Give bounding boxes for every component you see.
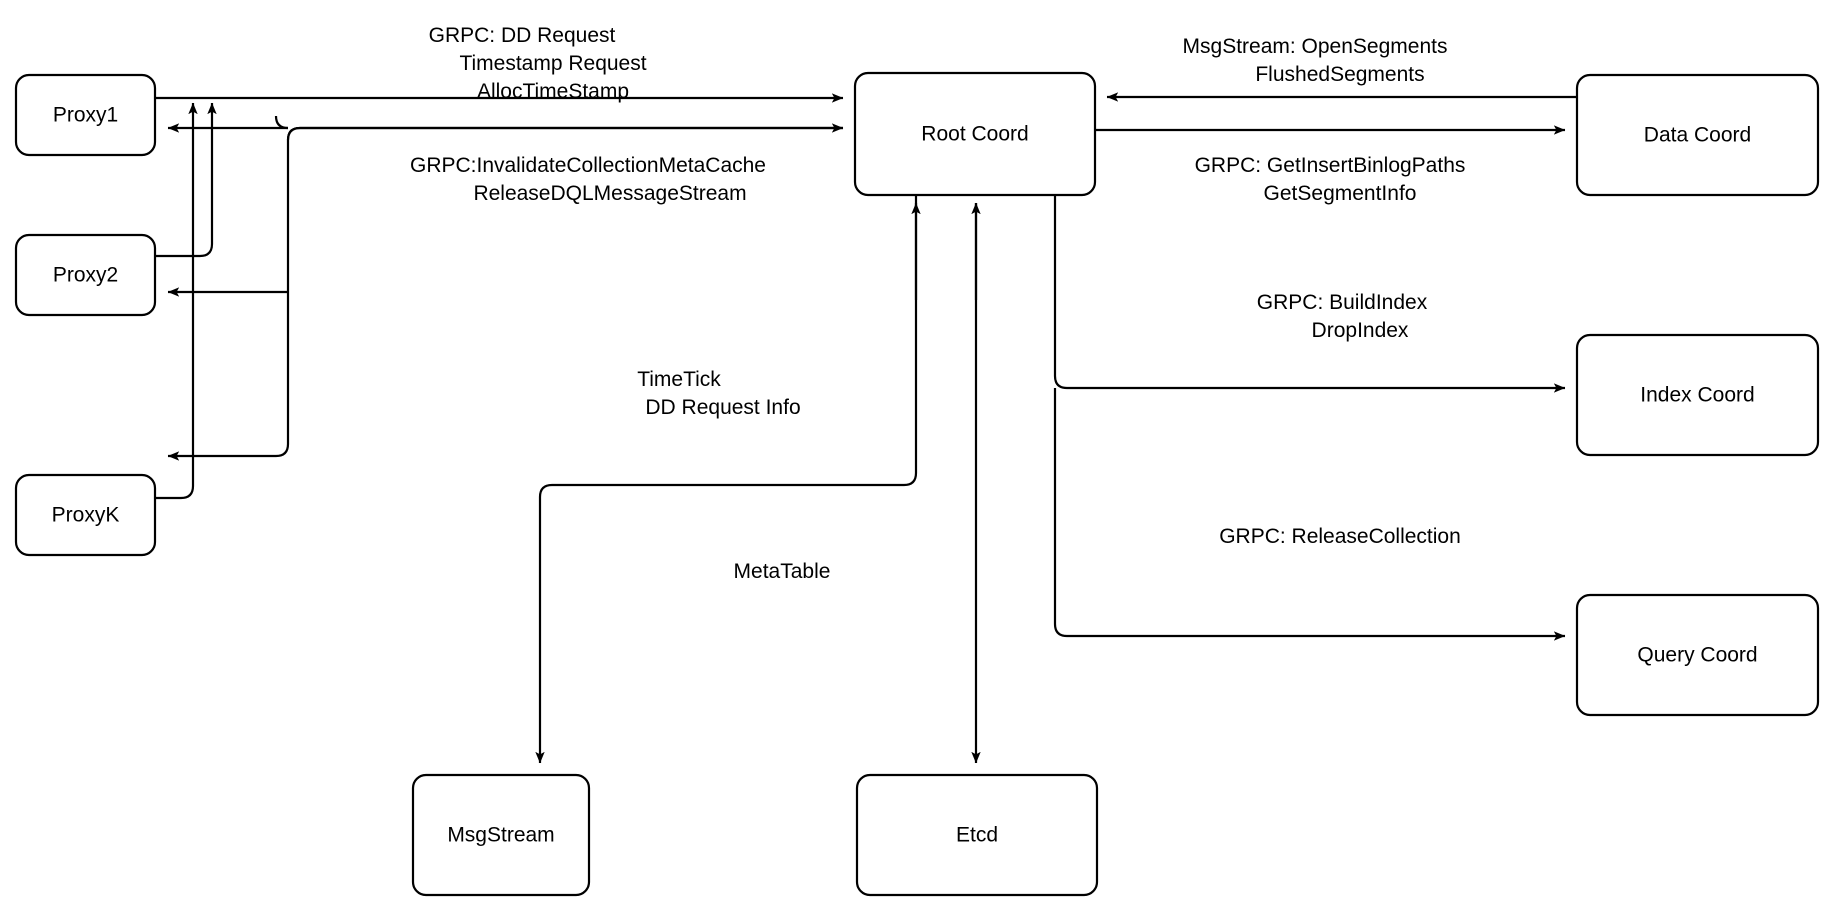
edge-label-line: TimeTick	[637, 368, 721, 391]
edge-label-line: ReleaseDQLMessageStream	[473, 182, 746, 205]
edge-label-proxy-to-root: GRPC: DD Request Timestamp Request Alloc…	[429, 24, 647, 103]
node-msgstream-box[interactable]	[411, 773, 591, 897]
edge-label-line: FlushedSegments	[1255, 63, 1424, 86]
node-querycoord[interactable]: Query Coord	[1575, 593, 1820, 717]
edge-label-line: AllocTimeStamp	[477, 80, 629, 103]
edge-label-root-to-indexcoord: GRPC: BuildIndex DropIndex	[1257, 291, 1428, 342]
node-msgstream-label: MsgStream	[447, 824, 554, 847]
edge-label-line: GRPC:InvalidateCollectionMetaCache	[410, 154, 766, 177]
edge-proxy2-to-rootcoord	[155, 102, 217, 258]
node-indexcoord-box[interactable]	[1575, 333, 1820, 457]
edge-label-line: GRPC: GetInsertBinlogPaths	[1195, 154, 1466, 177]
edge-label-root-to-datacoord: GRPC: GetInsertBinlogPaths GetSegmentInf…	[1195, 154, 1466, 205]
node-datacoord-box[interactable]	[1575, 73, 1820, 197]
edge-label-root-to-etcd: MetaTable	[734, 560, 831, 583]
node-etcd[interactable]: Etcd	[855, 773, 1099, 897]
edge-rootcoord-to-proxy1	[286, 123, 844, 141]
edge-label-line: GRPC: BuildIndex	[1257, 291, 1428, 314]
edge-label-line: GetSegmentInfo	[1264, 182, 1417, 205]
node-proxy2[interactable]: Proxy2	[14, 233, 157, 317]
node-rootcoord-box[interactable]	[853, 71, 1097, 197]
node-proxyk[interactable]: ProxyK	[14, 473, 157, 557]
edge-rootcoord-to-proxy1-elbow	[274, 115, 289, 130]
node-proxy1[interactable]: Proxy1	[14, 73, 157, 157]
node-rootcoord-label: Root Coord	[921, 123, 1028, 146]
edge-label-datacoord-to-root: MsgStream: OpenSegments FlushedSegments	[1183, 35, 1448, 86]
edge-label-root-to-msgstream: TimeTick DD Request Info	[637, 368, 800, 419]
node-indexcoord-label: Index Coord	[1640, 384, 1754, 407]
edge-rootcoord-right-bus	[1053, 183, 1566, 393]
edge-proxyk-to-rootcoord	[155, 102, 198, 500]
node-indexcoord[interactable]: Index Coord	[1575, 333, 1820, 457]
edge-label-line: DD Request Info	[645, 396, 800, 419]
node-proxyk-box[interactable]	[14, 473, 157, 557]
node-proxy2-label: Proxy2	[53, 264, 118, 287]
edge-label-root-to-querycoord: GRPC: ReleaseCollection	[1219, 525, 1461, 548]
edge-rootcoord-to-querycoord	[1053, 388, 1566, 641]
edge-label-line: MetaTable	[734, 560, 831, 583]
edge-rootcoord-to-msgstream	[535, 195, 918, 764]
node-msgstream[interactable]: MsgStream	[411, 773, 591, 897]
edge-label-root-to-proxy: GRPC:InvalidateCollectionMetaCache Relea…	[410, 154, 766, 205]
node-proxy1-label: Proxy1	[53, 104, 118, 127]
node-datacoord-label: Data Coord	[1644, 124, 1751, 147]
node-proxy1-box[interactable]	[14, 73, 157, 157]
edge-label-line: GRPC: DD Request	[429, 24, 616, 47]
node-etcd-box[interactable]	[855, 773, 1099, 897]
edge-label-line: MsgStream: OpenSegments	[1183, 35, 1448, 58]
node-querycoord-label: Query Coord	[1637, 644, 1757, 667]
node-querycoord-box[interactable]	[1575, 593, 1820, 717]
edge-label-line: Timestamp Request	[459, 52, 646, 75]
edge-label-line: DropIndex	[1312, 319, 1409, 342]
node-datacoord[interactable]: Data Coord	[1575, 73, 1820, 197]
node-rootcoord[interactable]: Root Coord	[853, 71, 1097, 197]
node-proxyk-label: ProxyK	[52, 504, 120, 527]
edge-label-line: GRPC: ReleaseCollection	[1219, 525, 1461, 548]
node-proxy2-box[interactable]	[14, 233, 157, 317]
node-etcd-label: Etcd	[956, 824, 998, 847]
